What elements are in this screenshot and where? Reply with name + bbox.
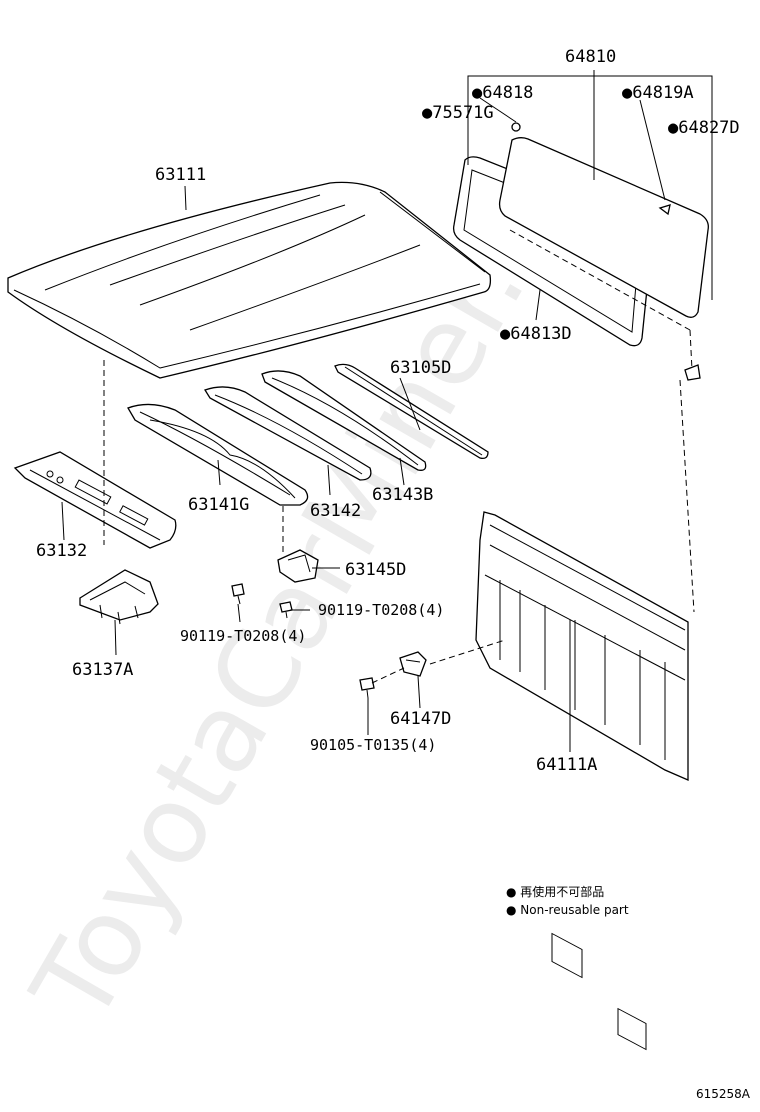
label-90119-left: 90119-T0208(4) <box>180 627 306 645</box>
label-90119-right: 90119-T0208(4) <box>318 601 444 619</box>
label-75571G: ●75571G <box>422 103 494 123</box>
label-64827D: ●64827D <box>668 118 740 138</box>
bracket-63137A <box>79 569 159 625</box>
roof-bow-63105D <box>334 363 489 460</box>
bolt-90119-left <box>231 583 245 605</box>
clip-64819A <box>658 204 671 216</box>
back-panel-64111A <box>475 511 689 1051</box>
stopper-64827D <box>684 364 701 381</box>
back-window-glass <box>452 122 709 381</box>
label-64818: ●64818 <box>472 83 533 103</box>
label-64813D: ●64813D <box>500 324 572 344</box>
legend-line-en: ● Non-reusable part <box>506 903 629 917</box>
roof-bow-63142 <box>204 386 372 481</box>
label-64819A: ●64819A <box>622 83 694 103</box>
label-63142: 63142 <box>310 501 361 521</box>
bolt-90105 <box>359 677 375 699</box>
label-64111A: 64111A <box>536 755 597 775</box>
label-63141G: 63141G <box>188 495 249 515</box>
label-63143B: 63143B <box>372 485 433 505</box>
clip-75571G <box>511 122 521 132</box>
label-63105D: 63105D <box>390 358 451 378</box>
roof-panel <box>7 181 492 379</box>
label-63137A: 63137A <box>72 660 133 680</box>
label-90105: 90105-T0135(4) <box>310 736 436 754</box>
legend-line-jp: ● 再使用不可部品 <box>506 884 604 899</box>
roof-header-63132 <box>13 451 177 549</box>
label-63132: 63132 <box>36 541 87 561</box>
label-64147D: 64147D <box>390 709 451 729</box>
roof-bow-63141G <box>127 403 309 506</box>
label-64810: 64810 <box>565 47 616 67</box>
label-63145D: 63145D <box>345 560 406 580</box>
bracket-64147D <box>399 651 427 677</box>
diagram-id: 615258A <box>696 1087 751 1101</box>
label-63111: 63111 <box>155 165 206 185</box>
roof-bow-63143B <box>261 370 427 471</box>
bracket-63145D <box>277 549 319 583</box>
